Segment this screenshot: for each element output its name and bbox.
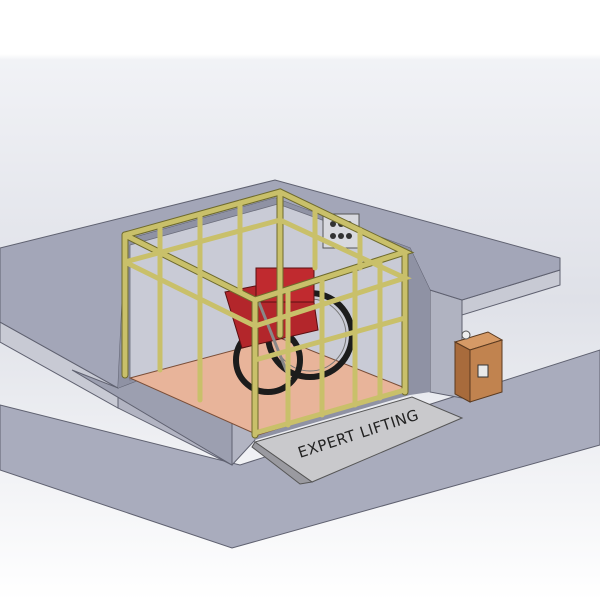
- electrical-control-box: [453, 330, 504, 403]
- lift-cage: [121, 188, 415, 439]
